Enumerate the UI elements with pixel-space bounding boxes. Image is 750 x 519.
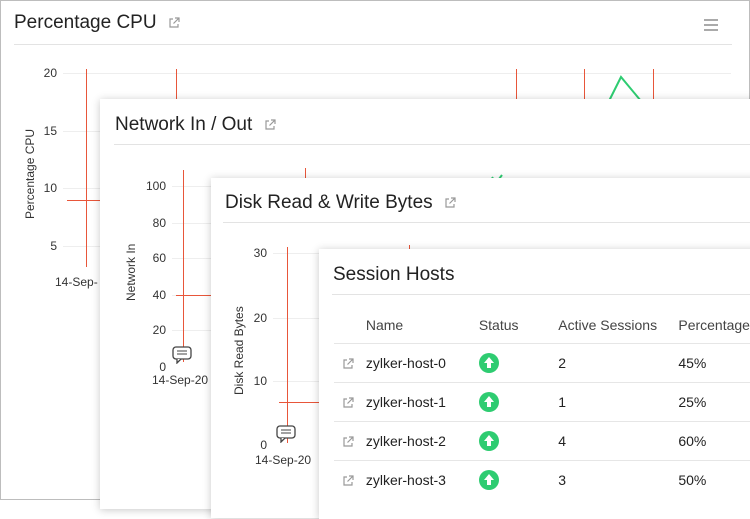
status-cell [478,421,559,461]
cpu-gridline [63,73,731,74]
status-cell [478,382,559,422]
cpu-event-line [516,69,517,109]
row-link-cell [334,382,366,422]
cpu-y-tick: 20 [43,66,57,80]
external-link-icon[interactable] [168,17,180,29]
row-link-cell [334,460,366,499]
network-widget-title: Network In / Out [115,114,276,136]
network-event-line [305,168,306,182]
active-sessions-value: 4 [558,421,679,461]
network-y-tick: 40 [152,288,166,302]
external-link-icon[interactable] [342,436,354,448]
status-cell [478,460,559,499]
session-hosts-table: Name Status Active Sessions Percentage z… [334,307,750,499]
cpu-y-tick: 15 [43,124,57,138]
cpu-divider [14,44,732,45]
cpu-y-axis-title: Percentage CPU [23,128,37,219]
disk-title-text: Disk Read & Write Bytes [225,192,433,213]
active-sessions-value: 2 [558,343,679,383]
status-cell [478,343,559,383]
column-header-name[interactable]: Name [365,317,404,333]
percentage-value: 60% [678,421,750,461]
disk-y-tick: 20 [253,311,267,325]
network-y-tick: 100 [145,179,166,193]
arrow-up-icon [478,431,499,451]
disk-y-tick: 30 [253,246,267,260]
column-header-active-sessions[interactable]: Active Sessions [558,317,658,333]
table-row: zylker-host-1 1 25% [334,382,750,422]
comment-icon[interactable] [276,425,296,443]
cpu-event-line [584,69,585,109]
comment-icon[interactable] [172,346,192,364]
percentage-value: 45% [678,343,750,383]
disk-event-line [287,247,288,443]
cpu-event-line [653,69,654,109]
active-sessions-value: 1 [558,382,679,422]
disk-x-label: 14-Sep-20 [255,453,312,467]
external-link-icon[interactable] [444,197,456,209]
external-link-icon[interactable] [264,119,276,131]
row-link-cell [334,421,366,461]
network-title-text: Network In / Out [115,114,253,135]
network-y-tick: 0 [159,360,166,374]
external-link-icon[interactable] [342,475,354,487]
hamburger-menu-icon[interactable] [704,16,718,34]
external-link-icon[interactable] [342,358,354,370]
disk-y-tick: 10 [253,374,267,388]
network-y-tick: 80 [152,216,166,230]
table-header-spacer [334,307,366,344]
cpu-event-line [86,69,87,267]
host-name[interactable]: zylker-host-1 [365,382,479,422]
network-divider [114,144,750,145]
external-link-icon[interactable] [342,397,354,409]
session-hosts-divider [332,294,750,295]
host-name[interactable]: zylker-host-2 [365,421,479,461]
arrow-up-icon [478,470,499,490]
host-name[interactable]: zylker-host-3 [365,460,479,499]
session-hosts-title: Session Hosts [333,264,455,285]
disk-divider [223,222,750,223]
network-y-tick: 20 [152,323,166,337]
cpu-widget-title: Percentage CPU [14,12,180,34]
active-sessions-value: 3 [558,460,679,499]
arrow-up-icon [478,353,499,373]
table-row: zylker-host-3 3 50% [334,460,750,499]
cpu-y-tick: 10 [43,181,57,195]
cpu-event-line [176,69,177,109]
disk-widget-title: Disk Read & Write Bytes [225,192,456,214]
column-header-percentage[interactable]: Percentage [678,317,750,333]
network-event-line [183,170,184,362]
cpu-x-label: 14-Sep- [55,275,98,289]
cpu-series-line [67,200,101,201]
cpu-y-tick: 5 [50,239,57,253]
network-x-label: 14-Sep-20 [152,373,209,387]
network-series-line [176,295,212,296]
column-header-status[interactable]: Status [478,317,519,333]
table-row: zylker-host-2 4 60% [334,421,750,461]
percentage-value: 25% [678,382,750,422]
cpu-green-series [608,75,642,102]
network-y-tick: 60 [152,251,166,265]
disk-y-tick: 0 [260,438,267,452]
host-name[interactable]: zylker-host-0 [365,343,479,383]
disk-series-line [279,402,321,403]
percentage-value: 50% [678,460,750,499]
arrow-up-icon [478,392,499,412]
table-row: zylker-host-0 2 45% [334,343,750,383]
cpu-title-text: Percentage CPU [14,12,157,33]
row-link-cell [334,343,366,383]
table-header-row: Name Status Active Sessions Percentage [334,307,750,344]
